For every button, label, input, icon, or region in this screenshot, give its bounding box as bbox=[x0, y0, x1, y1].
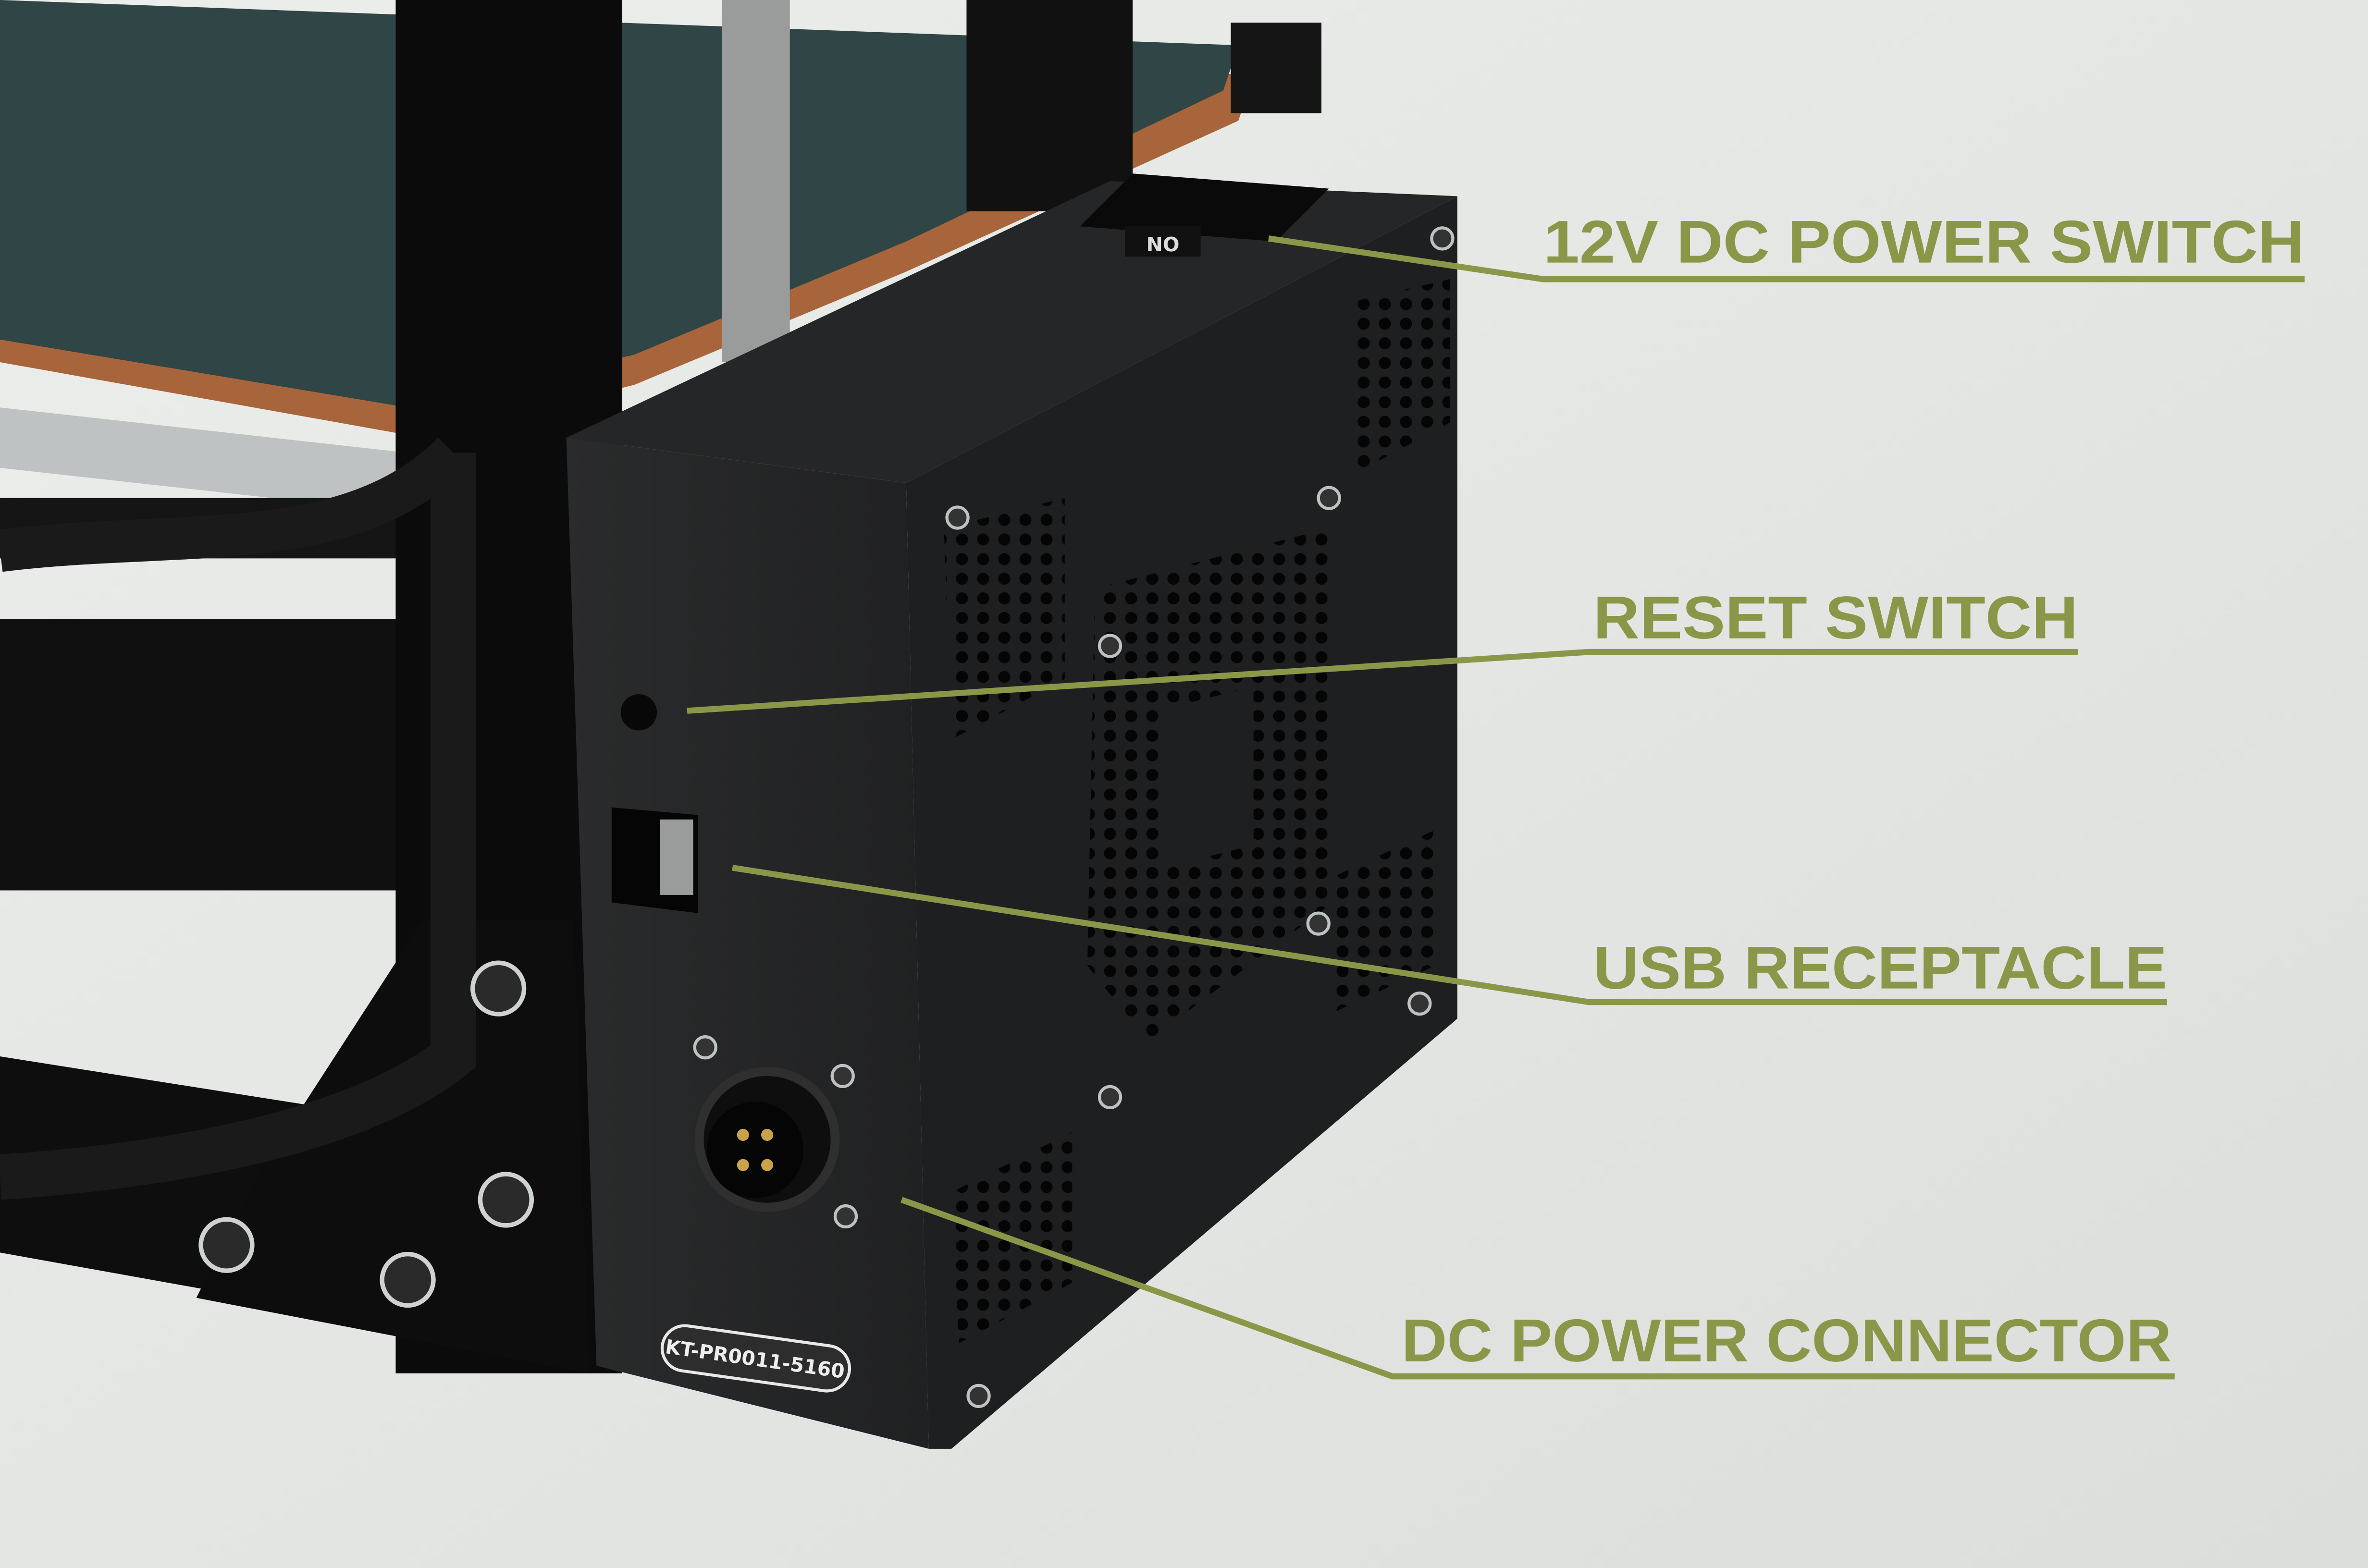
leader-dc-connector bbox=[900, 1197, 2175, 1380]
screws bbox=[693, 226, 1455, 1409]
electronics-enclosure: ON KT-PR0011-5160 bbox=[566, 173, 1457, 1449]
leader-power-switch bbox=[1268, 235, 2305, 282]
label-dc-power-connector: DC POWER CONNECTOR bbox=[1402, 1307, 2172, 1374]
power-switch: ON bbox=[1080, 173, 1329, 257]
printer-frame bbox=[0, 0, 1133, 1373]
dc-power-connector bbox=[694, 1067, 840, 1212]
label-usb-receptacle: USB RECEPTACLE bbox=[1593, 934, 2167, 1002]
leader-usb bbox=[732, 865, 2167, 1005]
label-power-switch: 12V DC POWER SWITCH bbox=[1543, 208, 2305, 276]
usb-receptacle bbox=[611, 807, 698, 913]
switch-marking: ON bbox=[1147, 232, 1180, 255]
reset-switch-hole bbox=[620, 694, 657, 731]
leader-lines bbox=[687, 235, 2305, 1380]
vent-holes bbox=[944, 279, 1450, 1343]
label-reset-switch: RESET SWITCH bbox=[1593, 584, 2078, 651]
leader-reset-switch bbox=[687, 649, 2078, 714]
